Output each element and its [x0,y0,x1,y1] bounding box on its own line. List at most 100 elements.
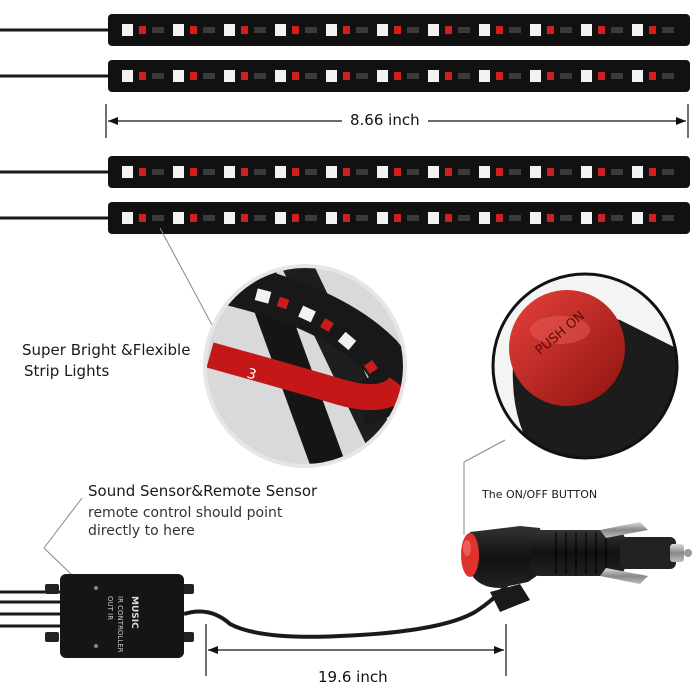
led-strip-3 [0,156,690,188]
resistor [356,27,368,33]
resistor [254,27,266,33]
sensor-leader-line-b [43,547,73,576]
led-white [377,70,388,82]
resistor [407,169,419,175]
led-red [292,72,299,80]
led-red [394,168,401,176]
resistor [611,169,623,175]
resistor [662,73,674,79]
resistor [509,169,521,175]
led-white [326,24,337,36]
led-white [224,212,235,224]
resistor [152,215,164,221]
led-red [394,214,401,222]
led-red [598,72,605,80]
led-white [173,212,184,224]
led-red [445,26,452,34]
strip-length-label: 8.66 inch [342,111,428,129]
led-white [581,212,592,224]
arrow-left-icon [208,646,218,654]
led-white [632,212,643,224]
led-white [632,70,643,82]
resistor [407,215,419,221]
resistor [611,73,623,79]
resistor [356,73,368,79]
led-red [241,72,248,80]
led-red [292,168,299,176]
power-button [509,290,625,406]
led-red [649,26,656,34]
led-red [598,168,605,176]
led-row [122,70,674,82]
sensor-callout-title: Sound Sensor&Remote Sensor [88,482,318,500]
led-red [343,168,350,176]
resistor [152,73,164,79]
cable-length-label: 19.6 inch [310,668,396,686]
arrow-right-icon [676,117,686,125]
led-white [632,166,643,178]
led-row [122,212,674,224]
resistor [305,169,317,175]
led-strips [0,14,690,234]
resistor [662,215,674,221]
button-leader-line-a [463,439,506,463]
resistor [254,215,266,221]
sensor-callout-note-1: remote control should point [88,505,283,521]
led-white [530,70,541,82]
led-white [122,166,133,178]
resistor [560,215,572,221]
strip-zoom-circle: 3 [203,264,407,468]
resistor [611,27,623,33]
resistor [305,73,317,79]
resistor [152,169,164,175]
controller-brand: MUSIC [129,596,139,629]
led-red [547,168,554,176]
led-red [343,72,350,80]
led-red [649,168,656,176]
led-red [547,26,554,34]
led-white [173,24,184,36]
led-red [241,26,248,34]
resistor [203,27,215,33]
led-white [428,24,439,36]
strip-leader-line [159,227,213,326]
resistor [662,169,674,175]
led-red [649,214,656,222]
controller-label-line1: IR CONTROLLER [116,596,124,653]
resistor [560,73,572,79]
led-white [479,166,490,178]
resistor [254,73,266,79]
resistor [662,27,674,33]
resistor [458,27,470,33]
led-white [377,212,388,224]
led-white [275,166,286,178]
sensor-callout-note-2: directly to here [88,523,195,539]
led-red [241,214,248,222]
led-white [581,24,592,36]
led-white [224,24,235,36]
led-white [122,24,133,36]
led-white [326,166,337,178]
resistor [458,169,470,175]
led-white [224,166,235,178]
controller-wires [0,590,62,628]
led-red [190,214,197,222]
led-white [530,212,541,224]
resistor [203,215,215,221]
resistor [254,169,266,175]
led-red [190,72,197,80]
cable-length-dimension [205,624,507,676]
led-white [224,70,235,82]
led-red [394,72,401,80]
led-red [343,214,350,222]
led-white [275,70,286,82]
led-white [122,70,133,82]
led-strip-1 [0,14,690,46]
led-row [122,166,674,178]
resistor [152,27,164,33]
led-red [445,168,452,176]
resistor [305,215,317,221]
resistor [203,73,215,79]
led-row [122,24,674,36]
resistor [356,215,368,221]
